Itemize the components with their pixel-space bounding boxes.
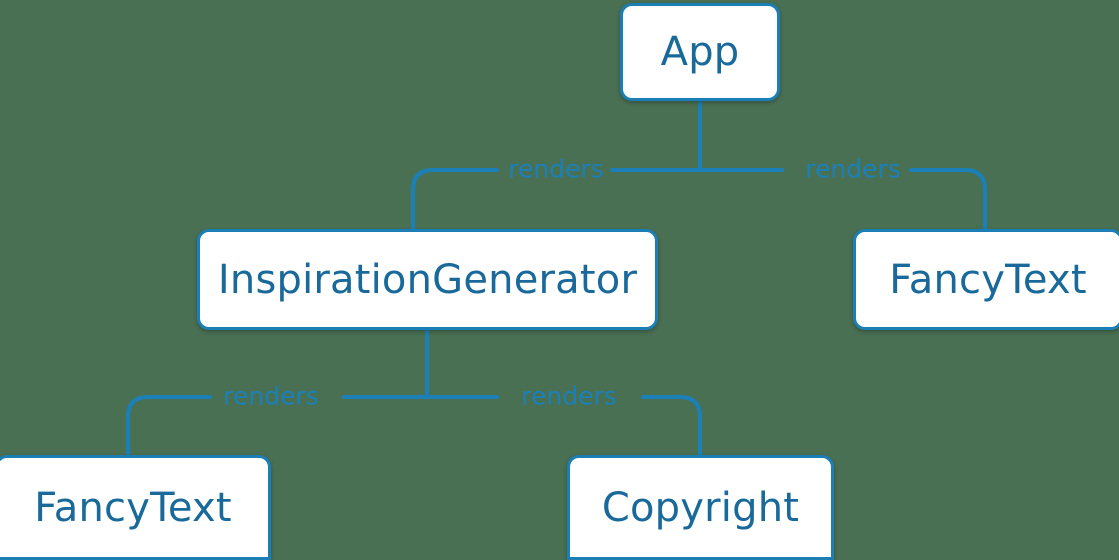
node-inspirationgenerator[interactable]: InspirationGenerator <box>197 229 658 330</box>
edge-label-inspirationgenerator-to-fancytext: renders <box>223 381 319 411</box>
edge-inspgen-to-fancytext-left <box>126 395 212 457</box>
node-fancytext-bottom[interactable]: FancyText <box>0 455 271 560</box>
node-fancytext-right-label: FancyText <box>889 256 1087 303</box>
edge-label-app-to-fancytext: renders <box>805 154 901 184</box>
node-inspirationgenerator-label: InspirationGenerator <box>217 256 638 303</box>
edge-app-to-fancytext-right <box>909 168 987 231</box>
node-copyright-label: Copyright <box>601 484 800 531</box>
node-app-label: App <box>660 29 740 75</box>
edge-app-to-inspgen-left <box>411 168 499 231</box>
edge-label-inspirationgenerator-to-copyright: renders <box>521 381 617 411</box>
node-fancytext-right[interactable]: FancyText <box>853 229 1119 330</box>
node-fancytext-bottom-label: FancyText <box>34 484 232 531</box>
node-copyright[interactable]: Copyright <box>567 455 834 560</box>
edge-inspgen-to-copyright-right <box>641 395 702 457</box>
node-app[interactable]: App <box>620 3 780 101</box>
edge-label-app-to-inspirationgenerator: renders <box>508 154 604 184</box>
